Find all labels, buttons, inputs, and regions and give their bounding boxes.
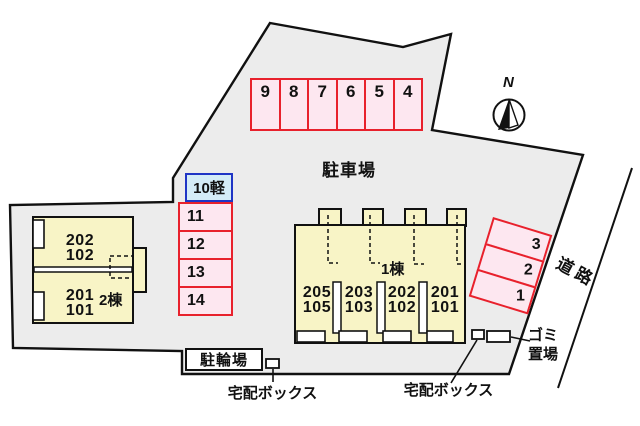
balcony-notch (32, 291, 45, 321)
entrance-notch (382, 330, 412, 343)
floor-divider (33, 266, 133, 273)
entrance-notch (338, 330, 368, 343)
parking-space-7: 7 (307, 78, 338, 131)
parking-column-left: 11 12 13 14 (178, 202, 233, 316)
parking-lot-label: 駐車場 (322, 161, 376, 180)
unit-gap (332, 281, 342, 334)
stair-dashed-box (109, 255, 134, 279)
north-label: N (503, 74, 514, 91)
parking-space-9: 9 (250, 78, 281, 131)
parking-space-11: 11 (178, 202, 233, 232)
garbage-area-label: ゴミ 置場 (528, 327, 559, 363)
unit-gap (376, 281, 386, 334)
leader-garbage (510, 336, 531, 342)
parking-space-4: 4 (392, 78, 423, 131)
unit-gap (418, 281, 428, 334)
parking-space-14: 14 (178, 286, 233, 316)
parking-space-5: 5 (364, 78, 395, 131)
compass-icon (492, 98, 526, 132)
building-2-label: 2棟 (99, 292, 123, 309)
parking-space-8: 8 (278, 78, 309, 131)
delivery-box-label-right: 宅配ボックス (403, 382, 494, 399)
parking-space-13: 13 (178, 258, 233, 288)
delivery-box-label-left: 宅配ボックス (227, 385, 318, 402)
delivery-box-icon-right (471, 329, 485, 340)
building-1-outline (294, 208, 467, 344)
entrance-notch (296, 330, 326, 343)
parking-space-12: 12 (178, 230, 233, 260)
delivery-box-icon-left (265, 358, 280, 369)
parking-space-6: 6 (335, 78, 366, 131)
leader-delivery-right (450, 339, 478, 384)
parking-space-10-kei: 10軽 (185, 173, 233, 202)
balcony-notch (32, 219, 45, 249)
building-2-outline (32, 216, 147, 324)
parking-row-top: 9 8 7 6 5 4 (250, 78, 423, 131)
garbage-box-icon (486, 330, 511, 343)
road-edge-line (557, 167, 633, 389)
bicycle-parking-box: 駐輪場 (185, 348, 263, 371)
entrance-notch (426, 330, 454, 343)
building-1-label: 1棟 (381, 261, 405, 278)
